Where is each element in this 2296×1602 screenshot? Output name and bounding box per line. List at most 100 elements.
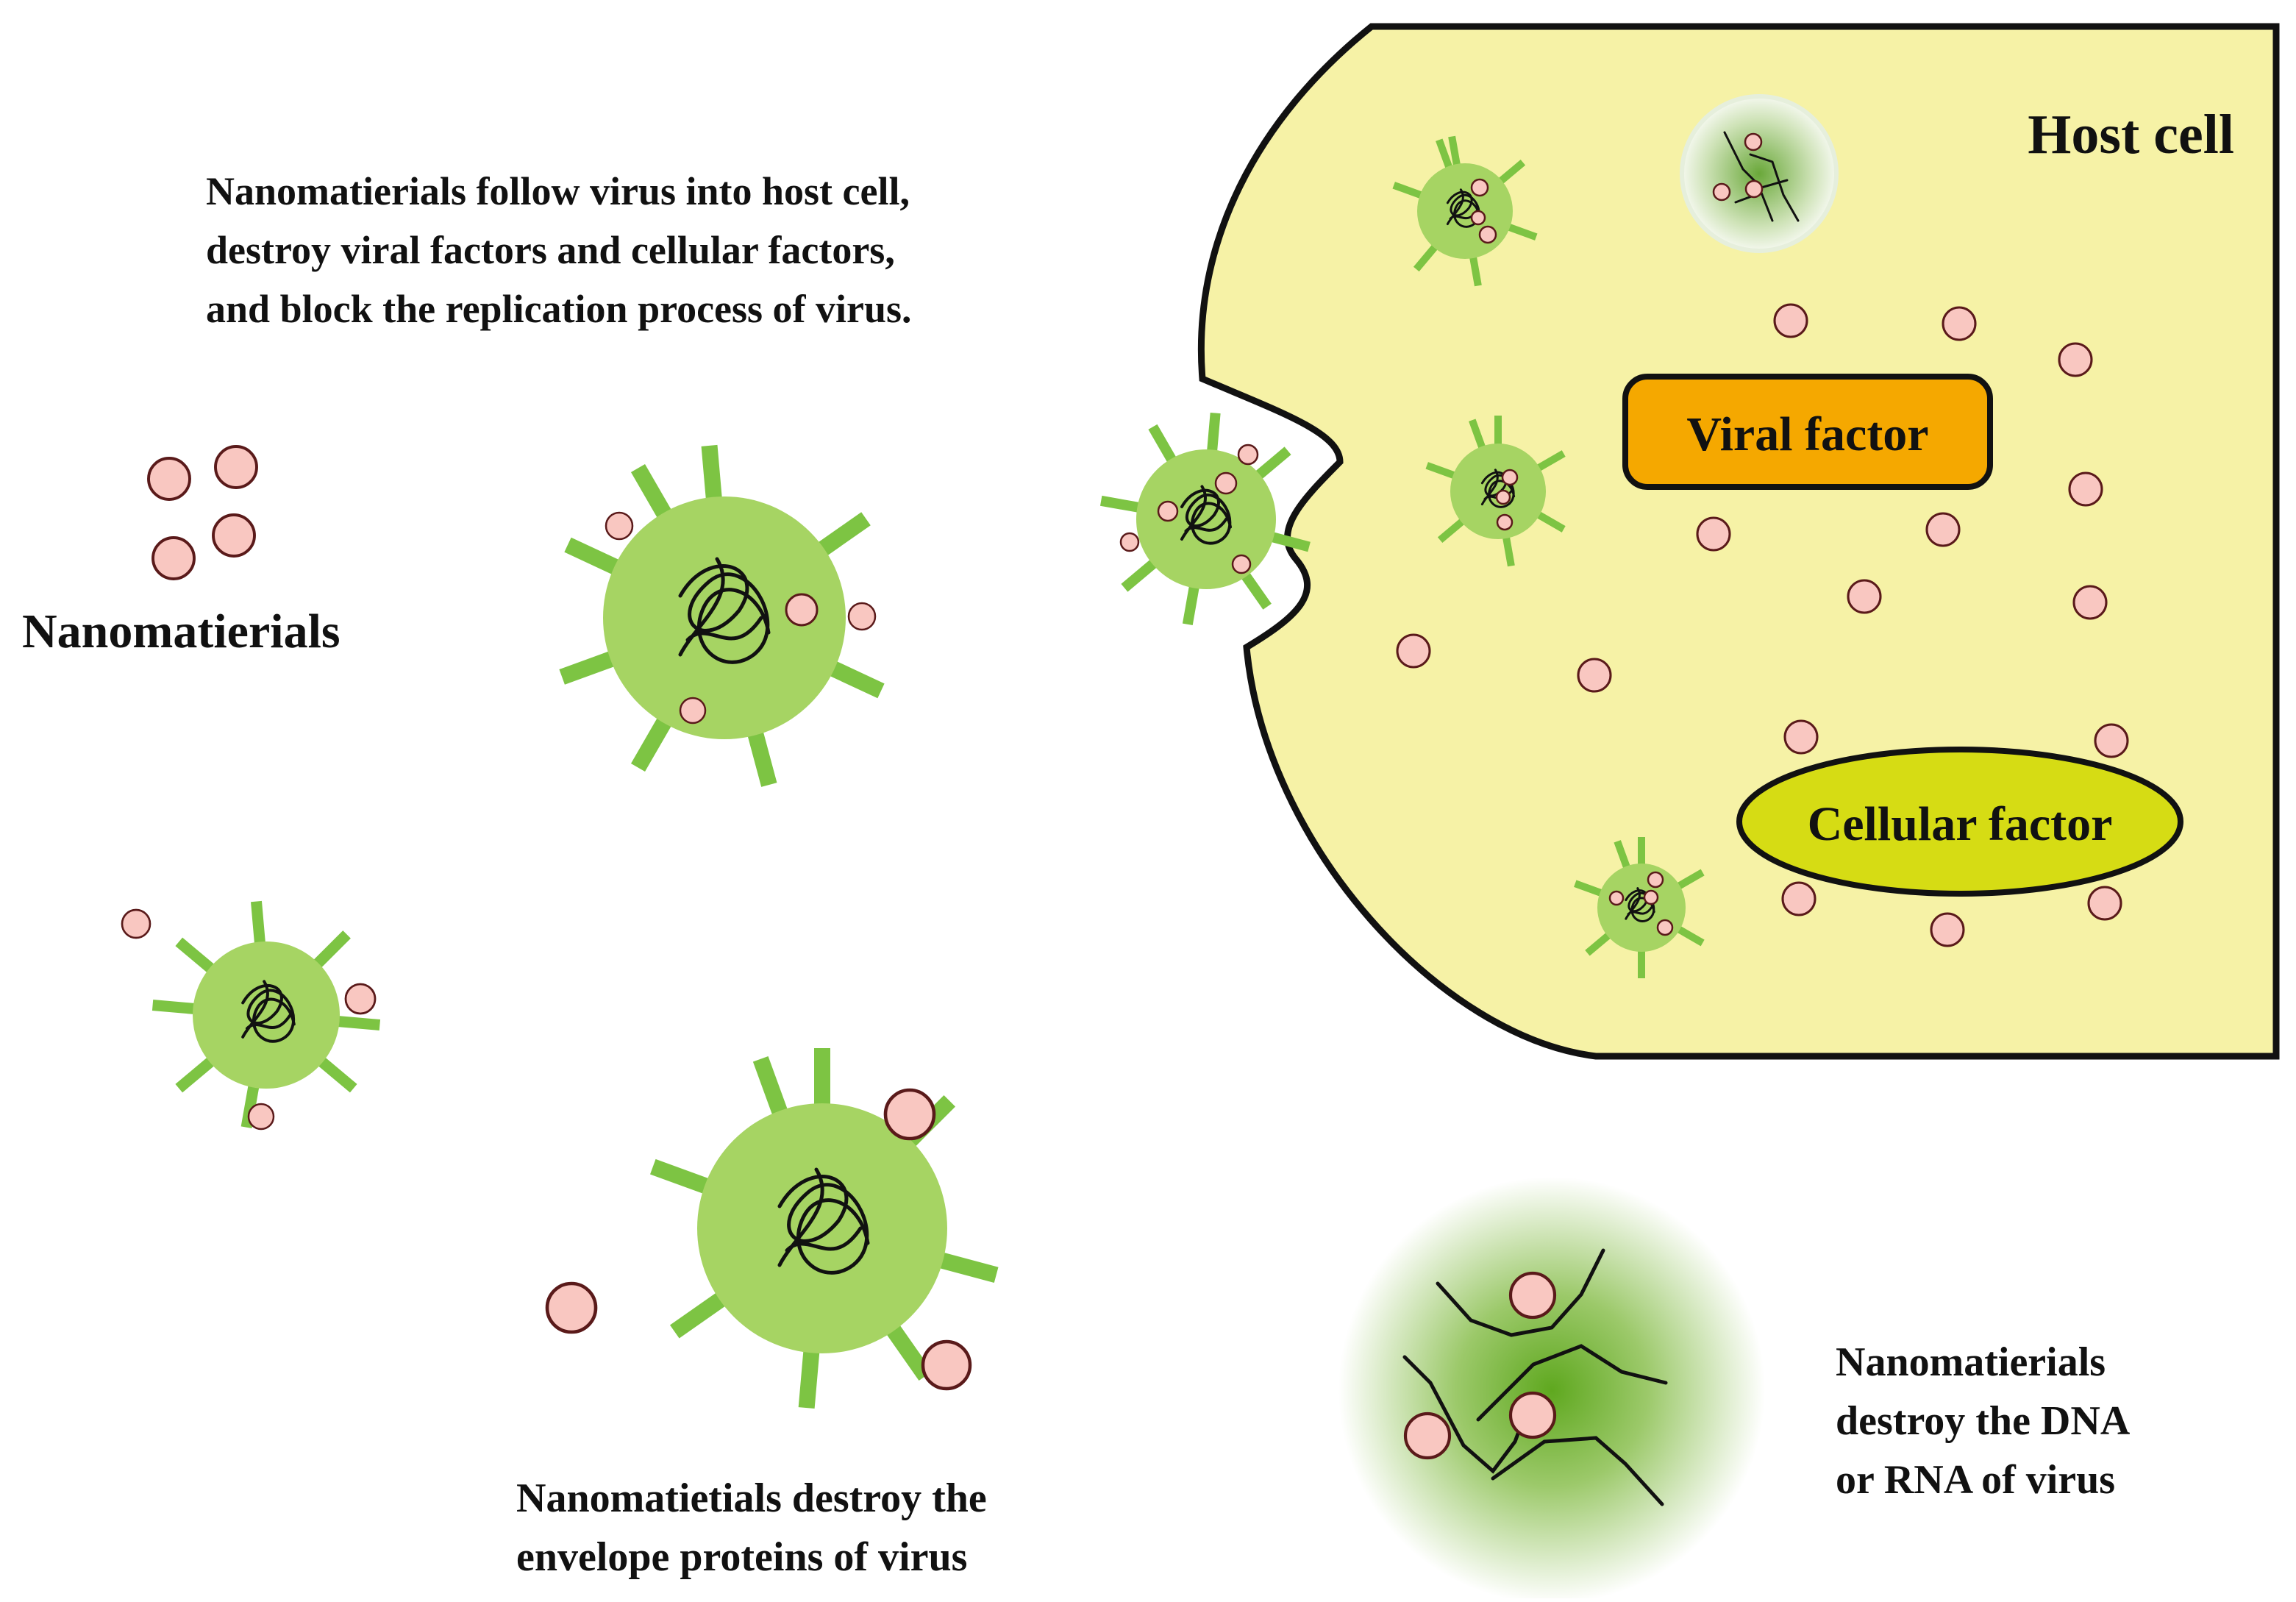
virus-spike bbox=[1182, 580, 1201, 626]
virus-spike bbox=[559, 649, 621, 685]
virus-spike bbox=[175, 937, 219, 977]
viral-factor: Viral factor bbox=[1622, 374, 1993, 490]
follow-caption-line-3: and block the replication process of vir… bbox=[206, 287, 912, 331]
nanoparticle bbox=[679, 697, 707, 725]
nanoparticle bbox=[1396, 633, 1431, 669]
nanoparticle bbox=[1942, 306, 1977, 341]
dna-caption: Nanomatierials destroy the DNA or RNA of… bbox=[1836, 1339, 2138, 1503]
nanoparticle bbox=[1712, 182, 1731, 202]
free-viral-genome-small bbox=[1680, 94, 1839, 253]
nanoparticle bbox=[1508, 1391, 1557, 1439]
virus-spike bbox=[650, 1158, 715, 1196]
nanoparticle bbox=[247, 1103, 275, 1131]
nanoparticle bbox=[1696, 516, 1731, 552]
nanoparticle bbox=[2072, 585, 2108, 620]
virus-spike bbox=[669, 1289, 731, 1339]
nanoparticle bbox=[1608, 890, 1625, 906]
virus-spike bbox=[630, 463, 675, 524]
dna-caption-line-1: Nanomatierials bbox=[1836, 1339, 2106, 1385]
virus-body bbox=[193, 941, 340, 1089]
virus-spike bbox=[332, 1015, 381, 1030]
nanoparticle bbox=[1847, 579, 1882, 614]
nanoparticle bbox=[1643, 889, 1659, 905]
nanoparticle bbox=[883, 1088, 936, 1141]
nanoparticle bbox=[785, 593, 819, 627]
nanoparticle bbox=[1744, 179, 1764, 199]
virus-spike bbox=[564, 537, 625, 577]
nanoparticle bbox=[1930, 912, 1965, 947]
dna-caption-line-3: or RNA of virus bbox=[1836, 1457, 2115, 1503]
nanoparticle bbox=[545, 1281, 598, 1334]
virus-spike bbox=[701, 444, 723, 505]
virus-spike bbox=[746, 725, 777, 787]
envelope-caption-line-2: envelope proteins of virus bbox=[516, 1534, 967, 1580]
free-genome-strand bbox=[1402, 1355, 1528, 1474]
viral-genome bbox=[777, 1167, 870, 1275]
nanoparticle bbox=[2068, 471, 2103, 507]
virus-body bbox=[603, 496, 846, 739]
nanoparticle bbox=[1656, 919, 1674, 936]
nanoparticle bbox=[605, 511, 634, 541]
free-genome-strand bbox=[1476, 1344, 1668, 1422]
virus-spike bbox=[1148, 424, 1180, 468]
nanoparticle bbox=[212, 513, 256, 558]
envelope-caption: Nanomatietials destroy the envelope prot… bbox=[516, 1475, 997, 1580]
follow-virus-caption: Nanomatierials follow virus into host ce… bbox=[206, 169, 919, 331]
nanoparticle bbox=[921, 1339, 972, 1391]
free-genome-strand bbox=[1749, 153, 1800, 222]
virus-body bbox=[1450, 444, 1546, 539]
nanoparticle bbox=[1231, 554, 1252, 574]
virus-spike bbox=[1206, 412, 1221, 458]
nanoparticle bbox=[1157, 500, 1179, 522]
virus-spike bbox=[630, 712, 675, 772]
nanoparticle bbox=[1501, 469, 1519, 486]
follow-caption-line-1: Nanomatierials follow virus into host ce… bbox=[206, 169, 910, 213]
follow-caption-line-2: destroy viral factors and cellular facto… bbox=[206, 228, 895, 272]
virus-spike bbox=[933, 1250, 999, 1284]
nanoparticle bbox=[1783, 719, 1819, 755]
virus-spike bbox=[309, 930, 351, 972]
nanoparticle bbox=[1925, 512, 1961, 547]
nanoparticle bbox=[1744, 132, 1763, 152]
virus-spike bbox=[813, 512, 871, 560]
virus-spike bbox=[752, 1056, 790, 1121]
nanoparticles bbox=[121, 132, 2129, 1460]
free-genome-strand bbox=[1436, 1248, 1605, 1337]
nanoparticle bbox=[121, 908, 151, 939]
virus-spike bbox=[824, 658, 885, 699]
nanoparticle bbox=[344, 983, 377, 1015]
envelope-caption-line-1: Nanomatietials destroy the bbox=[516, 1475, 987, 1521]
nanoparticle bbox=[2094, 723, 2129, 758]
nanoparticle bbox=[1577, 658, 1612, 693]
virus-spike bbox=[151, 1000, 201, 1015]
virus-body bbox=[1136, 449, 1276, 589]
nanoparticle bbox=[1781, 881, 1817, 916]
nanoparticle bbox=[1495, 489, 1511, 505]
free-viral-genome-large bbox=[1338, 1177, 1765, 1602]
nanoparticle bbox=[2087, 886, 2122, 921]
nanoparticle bbox=[1647, 871, 1664, 889]
virus-spike bbox=[240, 1079, 260, 1128]
virus-spike bbox=[175, 1053, 219, 1093]
nanoparticle bbox=[1496, 513, 1514, 531]
nanoparticle bbox=[2058, 342, 2093, 377]
nanoparticle bbox=[1403, 1411, 1452, 1460]
host-cell-label: Host cell bbox=[2028, 104, 2234, 165]
virus-spike bbox=[798, 1345, 821, 1409]
nanoparticle bbox=[1470, 178, 1489, 197]
virus-spike bbox=[251, 900, 266, 950]
nanoparticle bbox=[214, 445, 258, 489]
cellular-factor: Cellular factor bbox=[1736, 747, 2183, 897]
nanoparticle bbox=[151, 536, 196, 580]
virus-body bbox=[697, 1103, 947, 1353]
nanoparticle bbox=[1470, 210, 1486, 226]
virus-bodies bbox=[193, 163, 1686, 1353]
free-genome-strand bbox=[1723, 131, 1789, 189]
nanomaterials-label: Nanomatierials bbox=[22, 605, 341, 658]
nanoparticle bbox=[1508, 1271, 1557, 1320]
nanoparticle bbox=[1214, 471, 1238, 495]
virus-spike bbox=[883, 1320, 933, 1381]
virus-spike bbox=[313, 1053, 357, 1093]
viral-genome bbox=[1180, 485, 1232, 545]
